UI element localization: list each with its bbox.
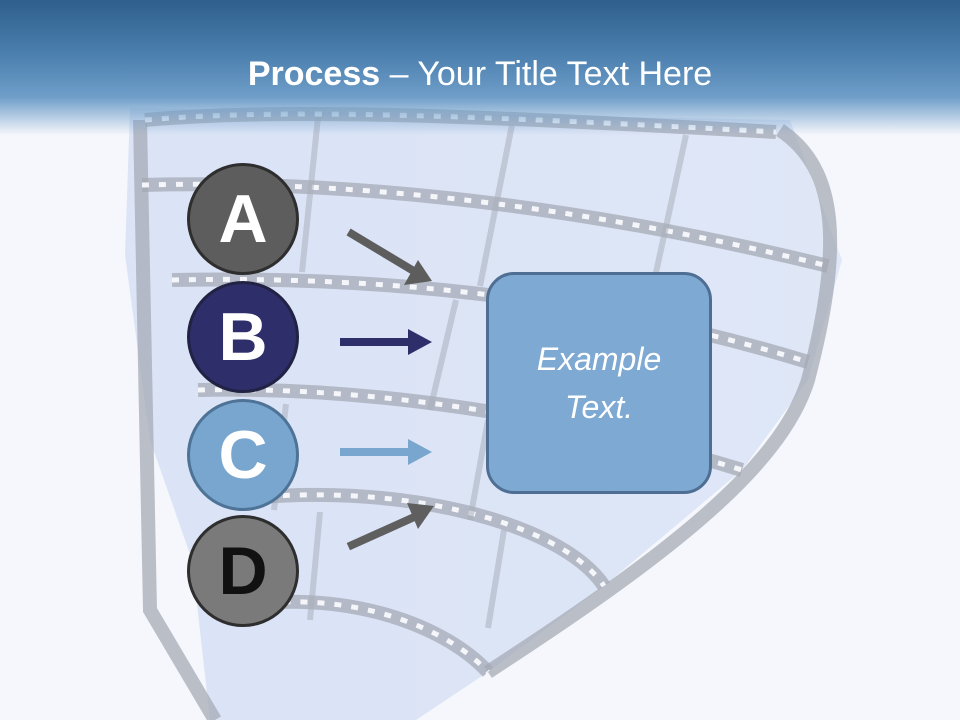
step-d-letter: D (218, 533, 268, 609)
header-bar (0, 0, 960, 135)
step-a-letter: A (218, 181, 268, 257)
title-bold-text: Process (247, 55, 381, 93)
example-text-box: Example Text. (486, 272, 712, 494)
arrow-a-icon (346, 228, 432, 285)
example-text: Example Text. (536, 341, 662, 425)
title-subtitle-text: – Your Title Text Here (380, 55, 713, 93)
arrow-d-icon (346, 503, 434, 551)
arrow-b-icon (340, 329, 432, 355)
step-c-circle: C (187, 399, 299, 511)
step-d-circle: D (187, 515, 299, 627)
step-a-circle: A (187, 163, 299, 275)
step-b-circle: B (187, 281, 299, 393)
step-b-letter: B (218, 299, 268, 375)
arrow-c-icon (340, 439, 432, 465)
slide-title: Process – Your Title Text Here (0, 52, 960, 96)
step-c-letter: C (218, 417, 268, 493)
